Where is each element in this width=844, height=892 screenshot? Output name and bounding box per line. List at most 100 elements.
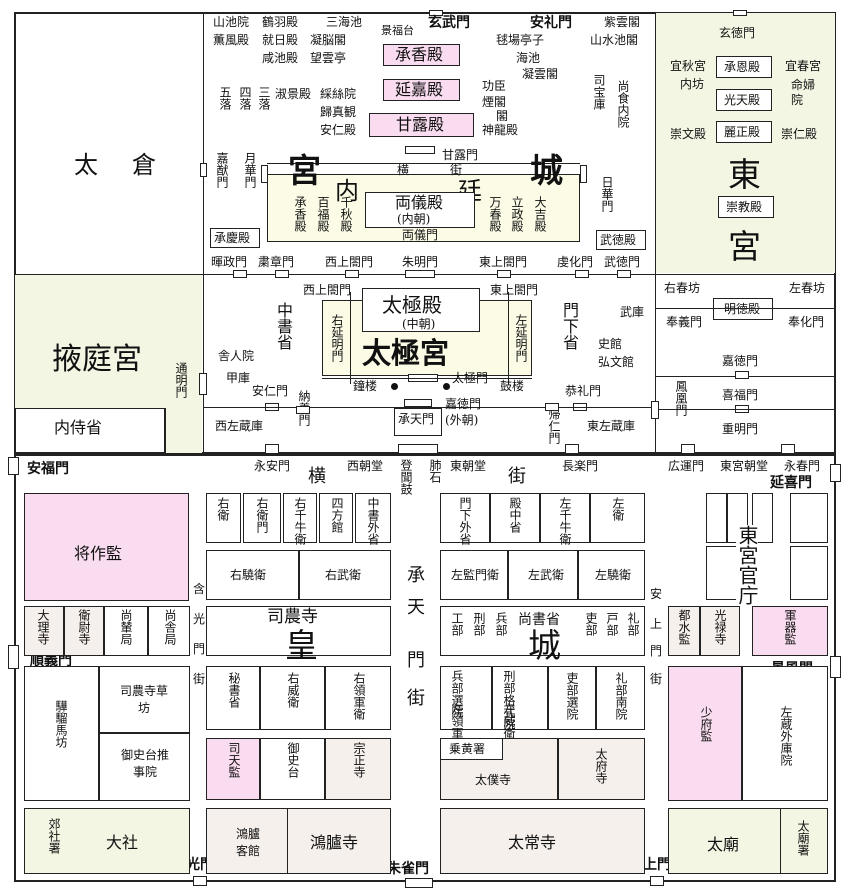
chengtian-street-2: 天: [407, 597, 425, 618]
jiangzuo-jian: 将作監: [74, 544, 123, 563]
dong-zuozang-ku: 東左蔵庫: [587, 419, 636, 433]
office-yushi-tai: [260, 738, 325, 800]
sinong-si: 司農寺: [267, 607, 318, 627]
hu-bu: 戸部: [605, 612, 619, 636]
honglu-keguan: 鴻臚客館: [235, 827, 260, 858]
hanguang-gate-marker: [193, 876, 207, 886]
office-shangnian-ju: [104, 606, 148, 656]
xunfeng-dian: 薫風殿: [213, 33, 250, 47]
taiji-zhongchao: (中朝): [402, 317, 436, 331]
jiayou-gate: 嘉猷門: [215, 152, 229, 188]
yongchun-gate: 永春門: [784, 459, 821, 473]
chongwen-dian: 崇文殿: [670, 127, 707, 141]
office-weiwei-si: [64, 606, 104, 656]
anshang-gate-marker: [650, 876, 664, 886]
office-zuo-wei: [590, 493, 645, 543]
taimiao: 太廟: [707, 835, 740, 854]
heng-street-upper: [267, 163, 580, 164]
xuande-gate: 玄徳門: [719, 26, 756, 40]
chengtian-gate: 承天門: [398, 412, 435, 426]
guangtian-dian: 光天殿: [724, 93, 761, 107]
taifu-si: 太府寺: [594, 748, 608, 784]
wall-yeting-east: [165, 408, 166, 454]
chengtian-gate-box: [394, 408, 442, 436]
xifu-gate: 喜福門: [722, 388, 759, 402]
dongshangge-gate-2: 東上閤門: [490, 283, 539, 297]
siluo: 四落: [238, 86, 252, 110]
gulou-dot: [443, 383, 450, 390]
shaofu-jian: 少府監: [699, 706, 713, 742]
jie-char: 街: [450, 163, 463, 177]
office-zuo-jianmen: [440, 550, 508, 600]
zuo-jianmen: 左監門衛: [451, 568, 500, 582]
chengqing-dian-label: 承慶殿: [214, 231, 251, 245]
taiji-west-wall: [350, 292, 351, 384]
bingbu-xuanyuan: 兵部選院: [450, 670, 464, 718]
sifang-guan: 四方館: [330, 497, 344, 533]
sibao-ku: 司宝庫: [592, 74, 606, 110]
shanchi-yuan: 山池院: [213, 15, 250, 29]
honglu-area: [206, 808, 391, 874]
li-bu-2: 礼部: [626, 612, 640, 636]
libu-nanyuan: 礼部南院: [614, 672, 628, 720]
ge: 閣: [496, 109, 509, 123]
chengtian-gate-marker: [398, 444, 438, 454]
dianzhong-sheng: 殿中省: [508, 497, 522, 533]
office-dianzhong-sheng: [490, 493, 540, 543]
hanguang-street-1: 含: [193, 582, 206, 596]
wuluo: 五落: [218, 86, 232, 110]
zuochun-fang: 左春坊: [789, 281, 826, 295]
hanguang-street-2: 光: [193, 612, 206, 626]
jiangzuo-jian-box: [24, 493, 189, 601]
ganlu-gate: 甘露門: [442, 148, 479, 162]
changle-gate: 長楽門: [562, 459, 599, 473]
jingfu-tai: 景福台: [381, 24, 414, 37]
wude-gate: 武徳門: [604, 255, 641, 269]
nayi-gate-marker: [296, 406, 310, 414]
cheng-char-2: 城: [528, 626, 561, 665]
ganlu-gate-marker: [405, 146, 435, 154]
chengen-dian-box: [716, 56, 772, 78]
qianqiu-dian: 千秋殿: [339, 196, 353, 232]
cheng-char: 城: [530, 151, 563, 190]
office-libu-nanyuan: [596, 666, 645, 730]
xi-chaotang: 西朝堂: [347, 459, 384, 473]
taiji-gong-label: 太極宮: [362, 336, 450, 370]
baifu-dian: 百福殿: [316, 196, 330, 232]
taiji-gate-line: [322, 378, 532, 379]
you-qianniu: 右千牛衛: [293, 497, 307, 545]
yiqiu-gong: 宜秋宮: [670, 59, 707, 73]
anfu-gate: 安福門: [27, 461, 69, 477]
taiji-dian-box: [362, 288, 480, 332]
chengqing-dian-box: [210, 228, 260, 248]
dg-office-4: [790, 493, 828, 543]
xing-bu: 刑部: [472, 612, 486, 636]
chengxiang-dian-box: [383, 44, 460, 66]
qianhua-gate: 虔化門: [557, 255, 594, 269]
jie-char-2: 街: [508, 466, 526, 487]
wuku: 武庫: [620, 305, 645, 319]
taicang-label: 太倉: [74, 151, 190, 179]
shangnian-ju: 尚輦局: [119, 609, 133, 645]
anren-dian: 安仁殿: [320, 123, 357, 137]
shanshuichi-ge: 山水池閣: [590, 33, 639, 47]
you-wei: 右衛: [216, 497, 230, 521]
ganlu-dian-box: [369, 113, 474, 137]
shangshu-sheng: 尚書省: [518, 612, 560, 628]
taiji-east-wall: [508, 292, 509, 384]
tongming-gate: 通明門: [174, 362, 188, 398]
zhuming-gate: 朱明門: [402, 255, 439, 269]
shiguan: 史館: [598, 337, 623, 351]
yanjia-dian-box: [383, 79, 460, 101]
office-chenghuang-shu: [440, 738, 503, 760]
wude-dian-box: [596, 230, 646, 250]
gate-marker-bottom-4: [781, 444, 795, 454]
jiaoshe-shu: 郊社署: [47, 818, 61, 854]
xi-zuozang-ku: 西左蔵庫: [215, 419, 264, 433]
dg-office-1: [706, 493, 727, 543]
fenghuang-gate: 鳳凰門: [674, 380, 688, 416]
xifu-line: [655, 409, 836, 410]
zuozang-waiku: 左蔵外庫院: [779, 706, 793, 766]
yeting-palace-label: 掖庭宮: [52, 342, 142, 377]
